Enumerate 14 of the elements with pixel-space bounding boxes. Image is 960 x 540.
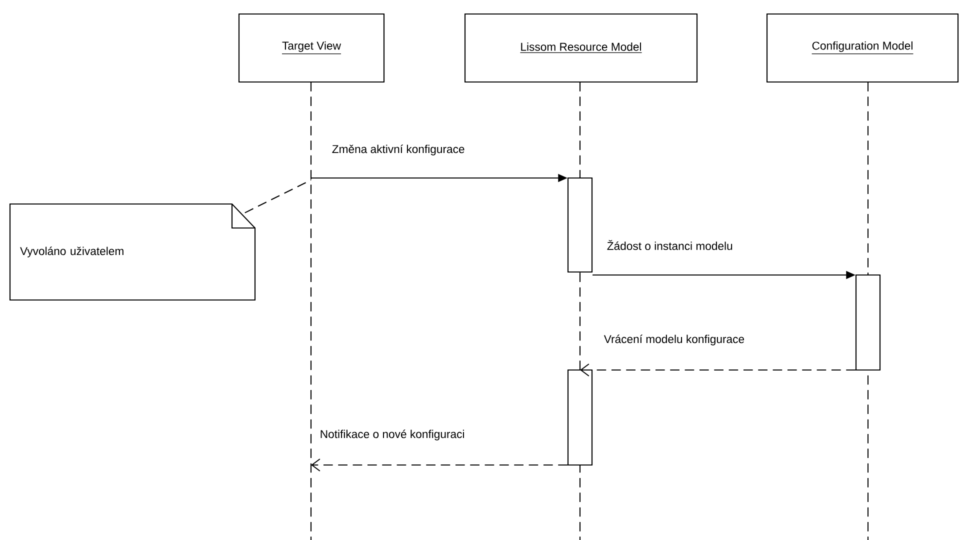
message-label: Žádost o instanci modelu (607, 240, 732, 250)
lifeline-header-box: Target View (238, 13, 385, 83)
lifeline-header-box: Lissom Resource Model (464, 13, 698, 83)
leader-line (244, 180, 312, 214)
lifeline-header-box: Configuration Model (766, 13, 959, 83)
message-label: Vrácení modelu konfigurace (604, 334, 744, 346)
message-label: Notifikace o nové konfiguraci (320, 430, 464, 440)
activation-bar (567, 369, 593, 466)
message-arrow (580, 364, 856, 376)
message-label: Změna aktivní konfigurace (332, 144, 464, 156)
note: Vyvoláno uživatelem (9, 203, 256, 301)
activation-bar (855, 274, 881, 371)
activation-bar (567, 177, 593, 273)
message-arrow (311, 458, 568, 472)
